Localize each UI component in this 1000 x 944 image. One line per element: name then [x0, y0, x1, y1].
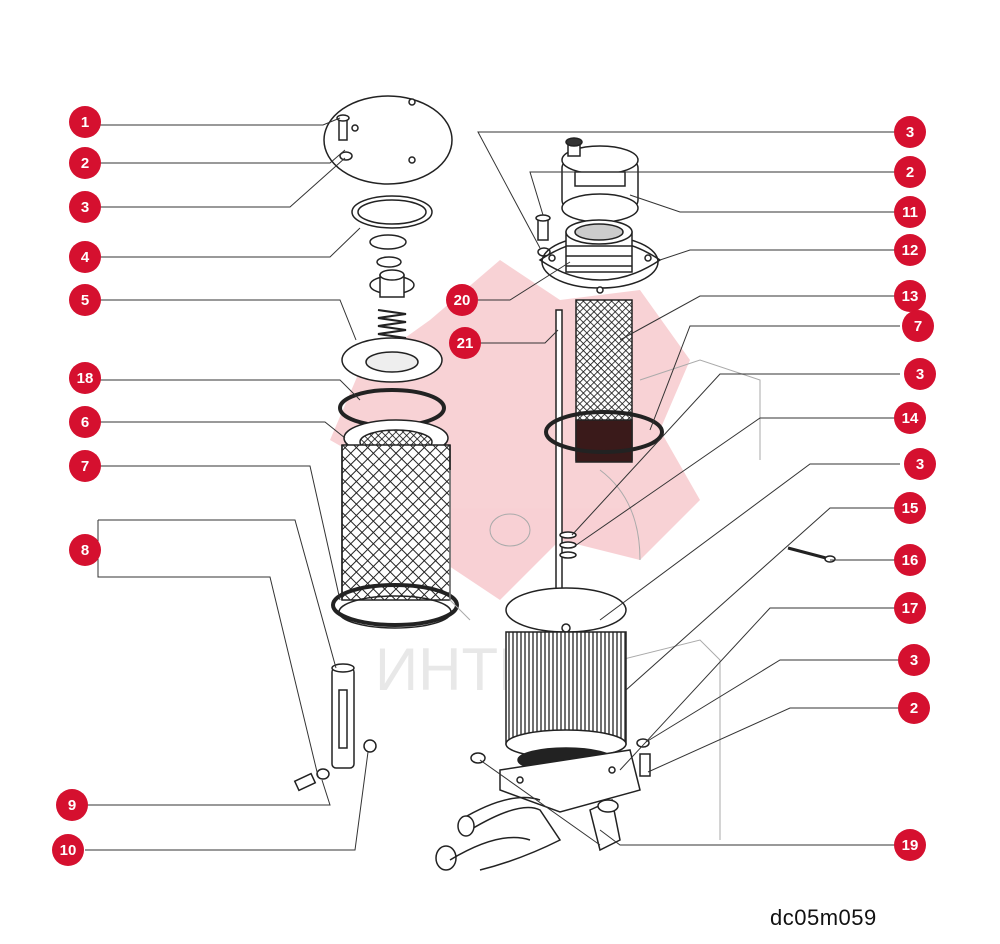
callout-3-mid: 3 — [904, 358, 936, 390]
callout-9: 9 — [56, 789, 88, 821]
callout-1: 1 — [69, 106, 101, 138]
right-oring-7 — [544, 410, 664, 454]
svg-text:3: 3 — [81, 199, 89, 216]
callout-8: 8 — [69, 534, 101, 566]
callout-10: 10 — [52, 834, 84, 866]
svg-text:6: 6 — [81, 414, 89, 431]
callout-16: 16 — [894, 544, 926, 576]
svg-text:7: 7 — [81, 458, 89, 475]
callout-7-right: 7 — [902, 310, 934, 342]
svg-text:11: 11 — [902, 204, 918, 221]
svg-text:9: 9 — [68, 797, 76, 814]
svg-text:2: 2 — [906, 164, 914, 181]
svg-text:15: 15 — [902, 500, 919, 517]
svg-text:16: 16 — [902, 552, 919, 569]
callout-14: 14 — [894, 402, 926, 434]
svg-text:19: 19 — [902, 837, 919, 854]
callouts: 1 2 3 4 5 18 6 7 8 9 10 20 21 3 2 11 12 … — [52, 106, 936, 866]
svg-text:2: 2 — [81, 155, 89, 172]
callout-12: 12 — [894, 234, 926, 266]
left-filter-assembly — [293, 95, 459, 792]
svg-text:2: 2 — [910, 700, 918, 717]
callout-2: 2 — [69, 147, 101, 179]
callout-21: 21 — [449, 327, 481, 359]
base-flange — [499, 749, 641, 813]
svg-text:21: 21 — [457, 335, 474, 352]
left-mesh-element — [341, 444, 451, 601]
svg-text:13: 13 — [902, 288, 919, 305]
center-rod — [555, 309, 563, 611]
cap-vent-valve — [565, 137, 583, 157]
callout-20: 20 — [446, 284, 478, 316]
drawing-code: dc05m059 — [770, 905, 877, 930]
callout-15: 15 — [894, 492, 926, 524]
callout-4: 4 — [69, 241, 101, 273]
svg-text:8: 8 — [81, 542, 89, 559]
callout-7: 7 — [69, 450, 101, 482]
callout-3-lower: 3 — [904, 448, 936, 480]
callout-5: 5 — [69, 284, 101, 316]
right-filter-assembly — [435, 137, 836, 871]
svg-text:3: 3 — [910, 652, 918, 669]
svg-text:3: 3 — [906, 124, 914, 141]
callout-6: 6 — [69, 406, 101, 438]
svg-text:18: 18 — [77, 370, 94, 387]
svg-text:4: 4 — [81, 249, 90, 266]
callout-17: 17 — [894, 592, 926, 624]
svg-text:20: 20 — [454, 292, 471, 309]
callout-13: 13 — [894, 280, 926, 312]
callout-3-bottom: 3 — [898, 644, 930, 676]
svg-text:10: 10 — [60, 842, 77, 859]
svg-text:3: 3 — [916, 456, 924, 473]
callout-2-top: 2 — [894, 156, 926, 188]
svg-text:17: 17 — [902, 600, 919, 617]
outlet-pipes — [435, 796, 621, 871]
callout-11: 11 — [894, 196, 926, 228]
callout-3: 3 — [69, 191, 101, 223]
sight-glass-screw — [293, 768, 330, 792]
left-cover-plate — [323, 95, 453, 185]
svg-text:12: 12 — [902, 242, 919, 259]
pleated-element — [505, 631, 627, 745]
svg-text:5: 5 — [81, 292, 89, 309]
callout-19: 19 — [894, 829, 926, 861]
left-oring-7 — [331, 583, 459, 627]
callout-3-top: 3 — [894, 116, 926, 148]
callout-2-bottom: 2 — [898, 692, 930, 724]
svg-text:7: 7 — [914, 318, 922, 335]
svg-text:14: 14 — [902, 410, 919, 427]
locking-pin — [787, 546, 836, 563]
svg-text:3: 3 — [916, 366, 924, 383]
callout-18: 18 — [69, 362, 101, 394]
sight-glass-seal — [363, 739, 377, 753]
svg-text:1: 1 — [81, 114, 89, 131]
cover-washer — [339, 151, 353, 161]
